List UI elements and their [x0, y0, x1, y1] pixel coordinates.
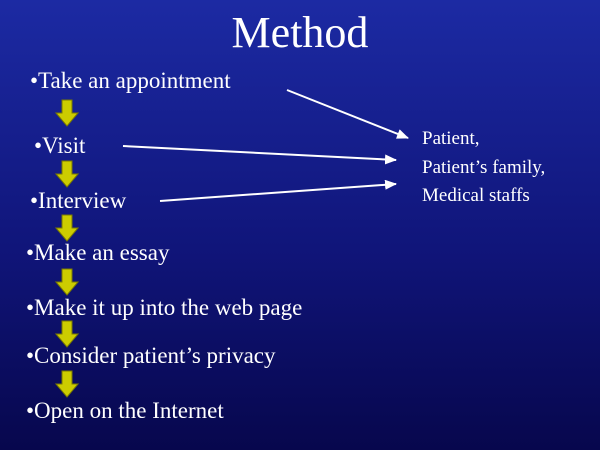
right-arrow-icon [159, 179, 397, 202]
step-make-essay: •Make an essay [26, 240, 170, 265]
step-interview: •Interview [30, 188, 127, 213]
step-make-web-page: •Make it up into the web page [26, 295, 303, 320]
down-arrow-icon [55, 268, 79, 296]
down-arrow-icon [55, 370, 79, 398]
right-arrow-icon [286, 89, 409, 139]
down-arrow-icon [55, 214, 79, 242]
slide-title: Method [231, 8, 369, 57]
step-consider-privacy: •Consider patient’s privacy [26, 343, 276, 368]
target-patient: Patient, [422, 128, 480, 149]
target-family: Patient’s family, [422, 157, 546, 178]
step-visit: •Visit [34, 133, 86, 158]
right-arrow-icon [122, 145, 397, 165]
step-open-internet: •Open on the Internet [26, 398, 224, 423]
target-staffs: Medical staffs [422, 185, 530, 206]
down-arrow-icon [55, 99, 79, 127]
step-take-appointment: •Take an appointment [30, 68, 231, 93]
down-arrow-icon [55, 320, 79, 348]
down-arrow-icon [55, 160, 79, 188]
